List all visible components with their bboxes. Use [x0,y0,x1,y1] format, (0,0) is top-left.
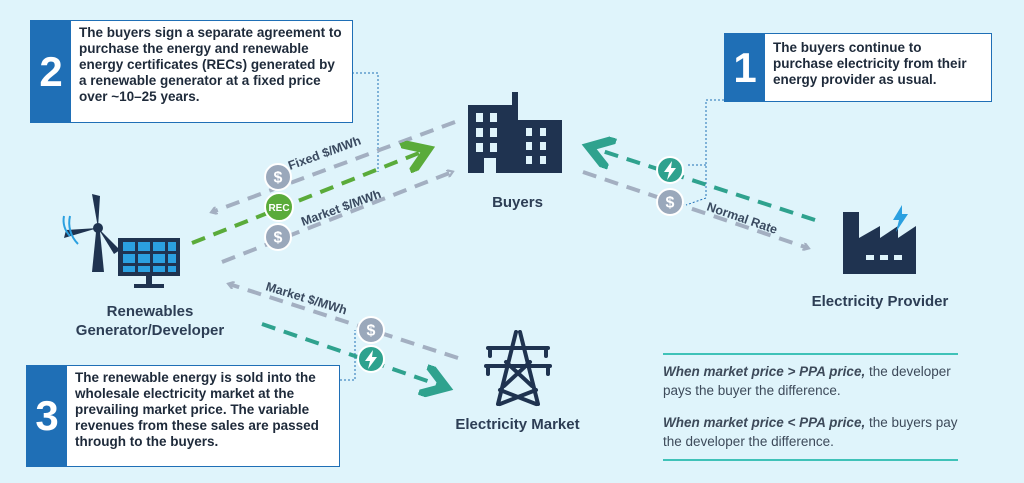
note-1-bold: When market price > PPA price, [663,364,866,379]
note-2-rest: the buyers pay the developer the differe… [663,415,958,449]
node-label-market: Electricity Market [455,416,580,433]
note-2-bold: When market price < PPA price, [663,415,866,430]
callout-2-number: 2 [31,21,71,122]
note-market-above-ppa: When market price > PPA price, the devel… [663,362,958,400]
dollar-badge-normal-rate: $ [656,188,684,216]
solar-panel-icon [118,238,180,288]
dollar-badge-fixed: $ [264,163,292,191]
callout-3-number: 3 [27,366,67,466]
flow-label-market-top: Market $/MWh [299,187,383,229]
flow-arrows [191,120,816,386]
lightning-icon [365,350,377,369]
connector-c1-stub2 [685,197,707,206]
arrow-electricity-to-buyers [593,148,816,222]
office-building-icon [468,92,562,173]
connector-c1 [705,99,724,198]
rec-badge-label: REC [268,203,289,214]
dollar-badge-market-bottom: $ [357,316,385,344]
arrow-normal-rate [582,170,808,248]
lightning-icon [893,205,908,232]
dollar-icon: $ [666,195,675,212]
arrow-rec-energy [191,151,424,245]
notes-top-rule [663,353,958,355]
factory-icon [843,205,916,274]
note-1-rest: the developer pays the buyer the differe… [663,364,951,398]
node-label-generator: Renewables Generator/Developer [75,303,225,339]
connector-c3 [340,330,356,381]
arrow-market-payment-top [221,172,452,264]
callout-1-text: The buyers continue to purchase electric… [773,40,967,87]
callout-3: 3 The renewable energy is sold into the … [26,365,340,467]
arrow-fixed-payment [212,120,456,212]
notes-bottom-rule [663,459,958,461]
arrow-market-payment-bottom [229,284,459,360]
callout-3-text: The renewable energy is sold into the wh… [75,370,319,449]
flow-label-fixed: Fixed $/MWh [286,134,363,173]
callout-1-number: 1 [725,34,765,101]
electricity-badge-provider [656,156,684,184]
rec-badge: REC [264,192,294,222]
callout-2: 2 The buyers sign a separate agreement t… [30,20,353,123]
dollar-icon: $ [274,170,283,187]
dollar-badge-market-top: $ [264,223,292,251]
electricity-badge-market [357,345,385,373]
transmission-tower-icon [484,330,552,406]
node-label-provider: Electricity Provider [811,293,949,310]
connector-c2 [352,72,379,172]
dollar-icon: $ [274,230,283,247]
callout-2-text: The buyers sign a separate agreement to … [79,25,342,104]
callout-1: 1 The buyers continue to purchase electr… [724,33,992,102]
wind-turbine-icon [62,194,120,272]
dollar-icon: $ [367,323,376,340]
connector-lines [340,72,724,381]
arrow-energy-to-market [261,322,442,386]
node-label-buyers: Buyers [492,194,543,211]
lightning-icon [664,161,676,180]
note-market-below-ppa: When market price < PPA price, the buyer… [663,413,958,451]
